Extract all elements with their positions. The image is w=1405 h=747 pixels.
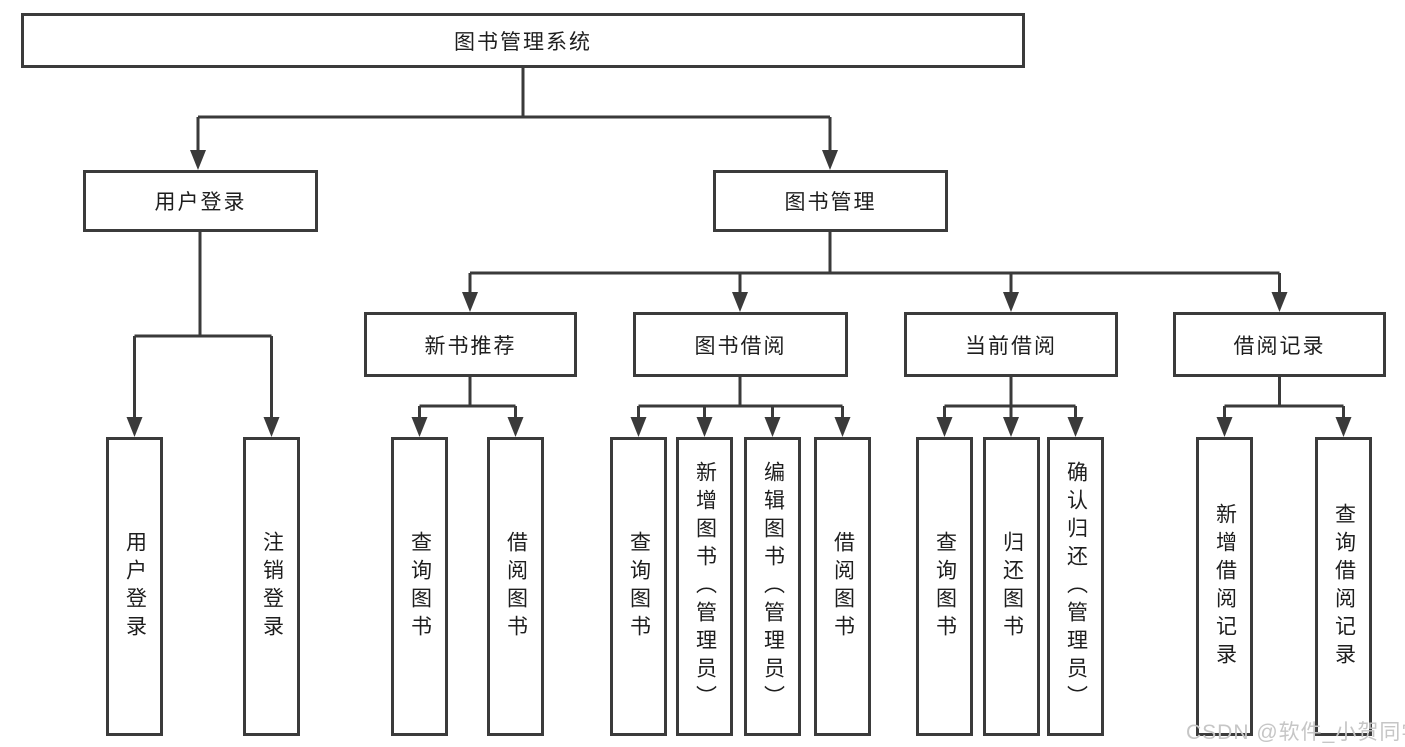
- arrowhead-icon: [936, 417, 953, 437]
- arrowhead-icon: [1003, 292, 1019, 312]
- leaf-current-query-books: 查询图书: [916, 437, 973, 736]
- connector-current-to-leaves: [936, 377, 1084, 437]
- arrowhead-icon: [126, 417, 143, 437]
- arrowhead-icon: [822, 150, 838, 170]
- arrowhead-icon: [1271, 292, 1288, 312]
- node-user-login: 用户登录: [83, 170, 318, 232]
- leaf-borrowing-query-books: 查询图书: [610, 437, 667, 736]
- node-book-management: 图书管理: [713, 170, 948, 232]
- leaf-records-add-record: 新增借阅记录: [1196, 437, 1253, 736]
- arrowhead-icon: [462, 292, 478, 312]
- arrowhead-icon: [1067, 417, 1084, 437]
- leaf-records-query-record: 查询借阅记录: [1315, 437, 1372, 736]
- arrowhead-icon: [1216, 417, 1233, 437]
- arrowhead-icon: [1335, 417, 1352, 437]
- leaf-login-logout: 注销登录: [243, 437, 300, 736]
- node-new-book-recommend: 新书推荐: [364, 312, 577, 377]
- arrowhead-icon: [630, 417, 647, 437]
- leaf-borrowing-borrow-books: 借阅图书: [814, 437, 871, 736]
- node-book-borrowing: 图书借阅: [633, 312, 848, 377]
- arrowhead-icon: [507, 417, 524, 437]
- arrowhead-icon: [263, 417, 280, 437]
- connector-newbooks-to-leaves: [411, 377, 524, 437]
- node-root-book-management-system: 图书管理系统: [21, 13, 1025, 68]
- leaf-current-confirm-return-admin: 确认归还（管理员）: [1047, 437, 1104, 736]
- arrowhead-icon: [696, 417, 713, 437]
- node-borrowing-records: 借阅记录: [1173, 312, 1386, 377]
- connector-root-to-level2: [190, 68, 838, 170]
- node-current-borrowing: 当前借阅: [904, 312, 1118, 377]
- connector-records-to-leaves: [1216, 377, 1352, 437]
- watermark: CSDN @软件_小贺同学: [1186, 721, 1405, 744]
- connector-management-to-level3: [462, 232, 1288, 312]
- connector-borrowing-to-leaves: [630, 377, 851, 437]
- leaf-current-return-books: 归还图书: [983, 437, 1040, 736]
- leaf-login-user-login: 用户登录: [106, 437, 163, 736]
- leaf-newbooks-query-books: 查询图书: [391, 437, 448, 736]
- arrowhead-icon: [732, 292, 748, 312]
- arrowhead-icon: [764, 417, 781, 437]
- connector-login-to-leaves: [126, 232, 280, 437]
- arrowhead-icon: [834, 417, 851, 437]
- arrowhead-icon: [190, 150, 206, 170]
- arrowhead-icon: [411, 417, 428, 437]
- leaf-newbooks-borrow-books: 借阅图书: [487, 437, 544, 736]
- leaf-borrowing-add-books-admin: 新增图书（管理员）: [676, 437, 733, 736]
- arrowhead-icon: [1003, 417, 1019, 437]
- leaf-borrowing-edit-books-admin: 编辑图书（管理员）: [744, 437, 801, 736]
